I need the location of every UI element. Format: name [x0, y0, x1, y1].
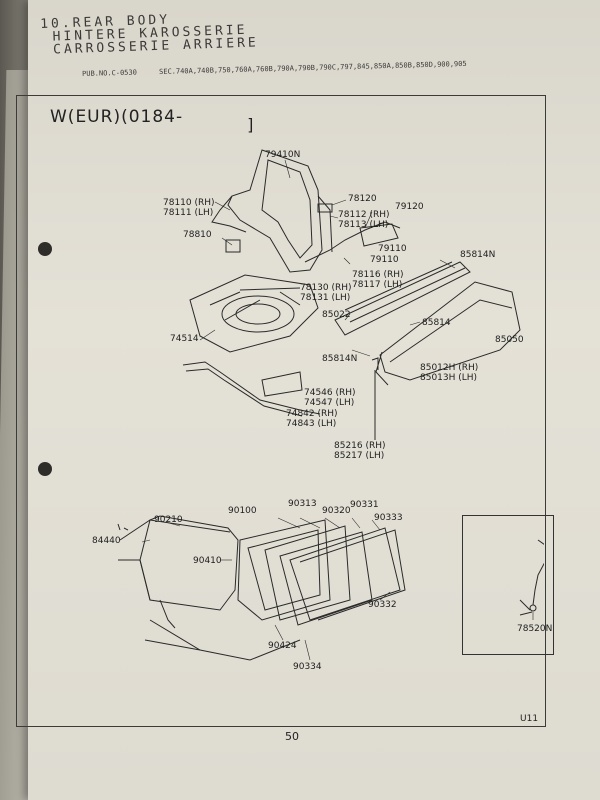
page-code: U11 [520, 714, 539, 724]
part-label: 78110 (RH) [163, 198, 215, 208]
inset-drawing [519, 539, 544, 616]
part-label: 85814N [460, 250, 496, 260]
part-label: 85216 (RH) [334, 441, 386, 451]
quarter-panel-drawing [211, 149, 401, 273]
part-label: 90424 [268, 641, 297, 651]
binder-hole [38, 242, 52, 256]
catalog-page [28, 0, 600, 800]
part-label: 78810 [183, 230, 212, 240]
part-label: 74514 [170, 334, 199, 344]
part-label: 78130 (RH) [300, 283, 352, 293]
part-label: 90210 [154, 515, 183, 525]
exploded-parts-diagram [117, 149, 544, 661]
part-label: 85217 (LH) [334, 451, 385, 461]
part-label: 74546 (RH) [304, 388, 356, 398]
part-label: 78111 (LH) [163, 208, 214, 218]
frame-title: W(EUR)(0184- [50, 107, 184, 127]
part-label: 78112 (RH) [338, 210, 390, 220]
part-label: 84440 [92, 536, 121, 546]
bracket-drawing [371, 357, 379, 440]
rail-drawing [182, 361, 321, 417]
part-label: 85814 [422, 318, 451, 328]
part-label: 90410 [193, 556, 222, 566]
part-label: 78120 [348, 194, 377, 204]
floor-panel-drawing [189, 274, 319, 353]
part-label: 85050 [495, 335, 524, 345]
part-label: 78117 (LH) [352, 280, 403, 290]
part-label: 85814N [322, 354, 358, 364]
part-label: 79110 [378, 244, 407, 254]
leader-lines [141, 159, 534, 661]
frame-title-bracket: ] [246, 115, 256, 134]
part-label: 90331 [350, 500, 379, 510]
part-label: 85013H (LH) [420, 373, 478, 383]
part-label: 78131 (LH) [300, 293, 351, 303]
diagram-frame [16, 95, 546, 727]
part-label: 85012H (RH) [420, 363, 479, 373]
section-header: 10.REAR BODY HINTERE KAROSSERIE CARROSSE… [40, 10, 259, 57]
pub-number: PUB.NO.C-0530 [82, 68, 137, 78]
part-label: 78520N [517, 624, 553, 634]
inset-box [462, 515, 554, 655]
part-label: 78116 (RH) [352, 270, 404, 280]
bumper-drawing [334, 261, 521, 386]
part-label: 85022 [322, 310, 351, 320]
part-label: 79110 [370, 255, 399, 265]
tailgate-drawing [117, 515, 406, 661]
part-label: 74547 (LH) [304, 398, 355, 408]
part-label: 74842 (RH) [286, 409, 338, 419]
part-label: 78113 (LH) [338, 220, 389, 230]
part-label: 90100 [228, 506, 257, 516]
part-label: 90333 [374, 513, 403, 523]
part-label: 90313 [288, 499, 317, 509]
part-label: 90334 [293, 662, 322, 672]
part-label: 90320 [322, 506, 351, 516]
part-label: 90332 [368, 600, 397, 610]
binder-hole [38, 462, 52, 476]
part-label: 79120 [395, 202, 424, 212]
page-number: 50 [285, 730, 299, 743]
part-label: 74843 (LH) [286, 419, 337, 429]
part-label: 79410N [265, 150, 301, 160]
